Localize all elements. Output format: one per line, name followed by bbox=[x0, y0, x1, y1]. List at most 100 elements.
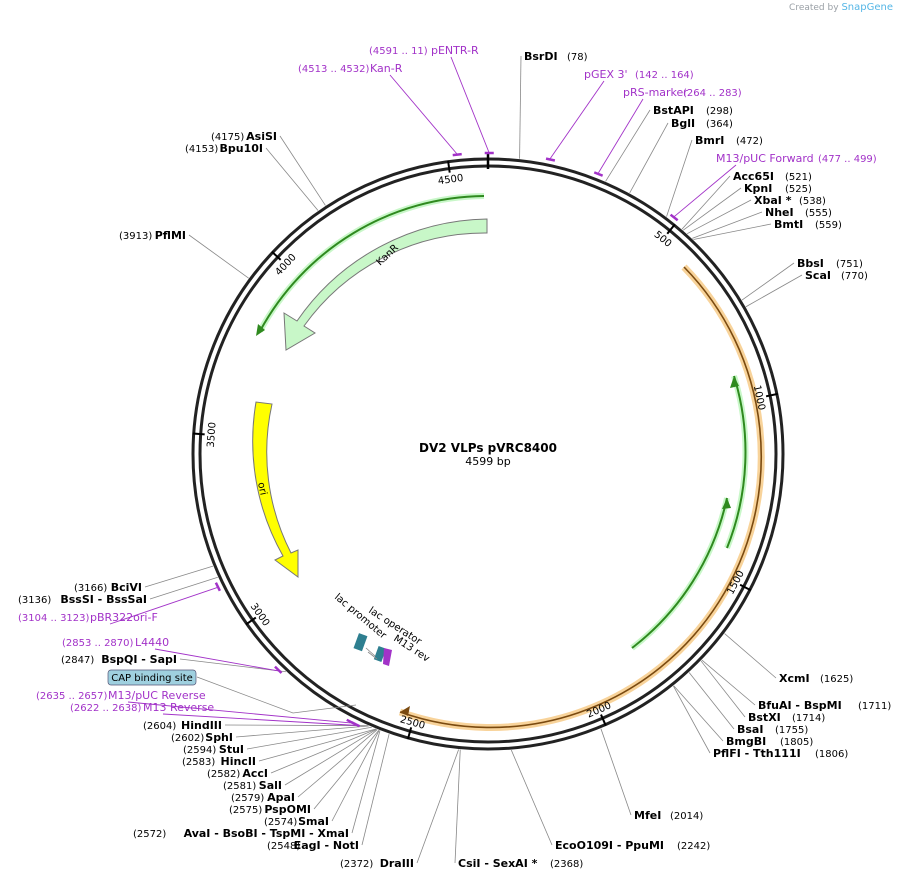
enzyme-bsssi-bsssai[interactable]: BssSI - BssSaI bbox=[60, 593, 147, 606]
primer-m13-puc-forward[interactable]: M13/pUC Forward bbox=[716, 152, 814, 165]
primer-pgex-3[interactable]: pGEX 3' bbox=[584, 68, 628, 81]
cap-site-badge[interactable] bbox=[107, 669, 197, 686]
enzyme-pos-bsssi-bsssai: (3136) bbox=[18, 595, 51, 606]
enzyme-bfuai-bspmi[interactable]: BfuAI - BspMI bbox=[758, 699, 842, 712]
enzyme-asisi[interactable]: AsiSI bbox=[246, 130, 277, 143]
enzyme-pos-bfuai-bspmi: (1711) bbox=[858, 701, 891, 712]
kanr-feature-arrow[interactable] bbox=[283, 218, 488, 351]
tick-mark-2500 bbox=[406, 727, 413, 740]
enzyme-bmti[interactable]: BmtI bbox=[774, 218, 803, 231]
enzyme-bspqi-sapi[interactable]: BspQI - SapI bbox=[101, 653, 177, 666]
tick-mark-1500 bbox=[739, 583, 752, 592]
enzyme-pos-apai: (2579) bbox=[231, 793, 264, 804]
primer-leader-l4440 bbox=[154, 648, 278, 672]
enzyme-pos-pflmi: (3913) bbox=[119, 231, 152, 242]
m13-rev-arrow[interactable] bbox=[383, 648, 392, 666]
green-orf-arrowhead-2 bbox=[722, 498, 731, 509]
primer-pbr322ori-f[interactable]: pBR322ori-F bbox=[90, 611, 158, 624]
enzyme-bsai[interactable]: BsaI bbox=[737, 723, 763, 736]
enzyme-acci[interactable]: AccI bbox=[242, 767, 268, 780]
primer-leader-prs-marker bbox=[598, 98, 644, 174]
enzyme-pos-bgli: (364) bbox=[706, 119, 733, 130]
label-layer: BsrDI(78)BstAPI(298)BglI(364)BmrI(472)Ac… bbox=[18, 44, 891, 870]
enzyme-sphi[interactable]: SphI bbox=[205, 731, 233, 744]
enzyme-pos-hindiii: (2604) bbox=[143, 721, 176, 732]
primer-l4440[interactable]: L4440 bbox=[135, 636, 169, 649]
leader-xbai bbox=[686, 199, 752, 235]
enzyme-ecoo109i-ppumi[interactable]: EcoO109I - PpuMI bbox=[555, 839, 664, 852]
enzyme-bmri[interactable]: BmrI bbox=[695, 134, 724, 147]
enzyme-smai[interactable]: SmaI bbox=[298, 815, 329, 828]
primer-mark-m13-reverse[interactable] bbox=[350, 721, 361, 728]
enzyme-pos-scai: (770) bbox=[841, 271, 868, 282]
enzyme-scai[interactable]: ScaI bbox=[805, 269, 831, 282]
enzyme-bstapi[interactable]: BstAPI bbox=[653, 104, 694, 117]
leader-acci bbox=[270, 728, 377, 774]
cap-leader bbox=[196, 676, 357, 714]
enzyme-bmgbi[interactable]: BmgBI bbox=[726, 735, 766, 748]
enzyme-pflmi[interactable]: PflMI bbox=[155, 229, 186, 242]
enzyme-eagi-noti[interactable]: EagI - NotI bbox=[294, 839, 359, 852]
leader-asisi bbox=[279, 135, 326, 206]
enzyme-xbai[interactable]: XbaI * bbox=[754, 194, 792, 207]
enzyme-bsrdi[interactable]: BsrDI bbox=[524, 50, 558, 63]
enzyme-pos-sphi: (2602) bbox=[171, 733, 204, 744]
tick-mark-3500 bbox=[192, 432, 205, 436]
enzyme-pflfi-tth111i[interactable]: PflFI - Tth111I bbox=[713, 747, 801, 760]
enzyme-apai[interactable]: ApaI bbox=[267, 791, 295, 804]
primer-leader-pgex-3 bbox=[549, 80, 605, 159]
enzyme-bgli[interactable]: BglI bbox=[671, 117, 695, 130]
primer-mark-pgex-3[interactable] bbox=[545, 157, 556, 162]
enzyme-pos-bstapi: (298) bbox=[706, 106, 733, 117]
leader-bmgbi bbox=[673, 685, 724, 742]
enzyme-pos-bsrdi: (78) bbox=[567, 52, 588, 63]
leader-bmti bbox=[693, 223, 772, 240]
enzyme-pos-draiii: (2372) bbox=[340, 859, 373, 870]
primer-m13-reverse[interactable]: M13 Reverse bbox=[143, 701, 214, 714]
orange-orf-arrowhead bbox=[400, 706, 410, 716]
enzyme-draiii[interactable]: DraIII bbox=[380, 857, 414, 870]
enzyme-nhei[interactable]: NheI bbox=[765, 206, 794, 219]
enzyme-hindiii[interactable]: HindIII bbox=[181, 719, 222, 732]
primer-m13-puc-reverse[interactable]: M13/pUC Reverse bbox=[108, 689, 206, 702]
primer-mark-kan-r[interactable] bbox=[452, 152, 462, 157]
primer-mark-l4440[interactable] bbox=[274, 665, 283, 674]
enzyme-hincii[interactable]: HincII bbox=[220, 755, 256, 768]
kanr-orf-arrowhead bbox=[256, 324, 265, 336]
green-orf-arc-1 bbox=[726, 375, 747, 549]
enzyme-bstxi[interactable]: BstXI bbox=[748, 711, 781, 724]
primer-prs-marker[interactable]: pRS-marker bbox=[623, 86, 688, 99]
leader-bfuai-bspmi bbox=[701, 659, 756, 706]
enzyme-kpni[interactable]: KpnI bbox=[744, 182, 772, 195]
tick-mark-1000 bbox=[765, 392, 779, 398]
primer-pos-pgex-3: (142 .. 164) bbox=[635, 70, 694, 81]
leader-ecoo109i-ppumi bbox=[510, 749, 553, 846]
enzyme-bcivi[interactable]: BciVI bbox=[111, 581, 142, 594]
primer-pos-m13-reverse: (2622 .. 2638) bbox=[70, 703, 142, 714]
lac-promoter-box[interactable] bbox=[353, 633, 368, 652]
leader-bbsi bbox=[741, 262, 795, 301]
enzyme-pspomi[interactable]: PspOMI bbox=[264, 803, 311, 816]
tick-mark-3000 bbox=[245, 616, 257, 626]
enzyme-pos-kpni: (525) bbox=[785, 184, 812, 195]
enzyme-sali[interactable]: SalI bbox=[259, 779, 282, 792]
leader-draiii bbox=[416, 749, 460, 864]
ori-feature-arrow[interactable] bbox=[252, 401, 299, 578]
primer-mark-pbr322ori-f[interactable] bbox=[214, 582, 221, 592]
enzyme-mfei[interactable]: MfeI bbox=[634, 809, 661, 822]
primer-mark-m13-puc-forward[interactable] bbox=[669, 213, 679, 222]
green-orf-arc-2 bbox=[631, 497, 728, 649]
lac-operator-box[interactable] bbox=[373, 646, 387, 662]
enzyme-avai-bsobi-tspmi-xmai[interactable]: AvaI - BsoBI - TspMI - XmaI bbox=[184, 827, 349, 840]
enzyme-bbsi[interactable]: BbsI bbox=[797, 257, 824, 270]
enzyme-bpu10i[interactable]: Bpu10I bbox=[220, 142, 264, 155]
enzyme-pos-acc65i: (521) bbox=[785, 172, 812, 183]
enzyme-csii-sexai[interactable]: CsiI - SexAI * bbox=[458, 857, 538, 870]
enzyme-acc65i[interactable]: Acc65I bbox=[733, 170, 774, 183]
enzyme-stui[interactable]: StuI bbox=[219, 743, 244, 756]
enzyme-xcmi[interactable]: XcmI bbox=[779, 672, 810, 685]
primer-mark-prs-marker[interactable] bbox=[593, 171, 604, 177]
primer-pentr-r[interactable]: pENTR-R bbox=[431, 44, 479, 57]
primer-kan-r[interactable]: Kan-R bbox=[370, 62, 403, 75]
